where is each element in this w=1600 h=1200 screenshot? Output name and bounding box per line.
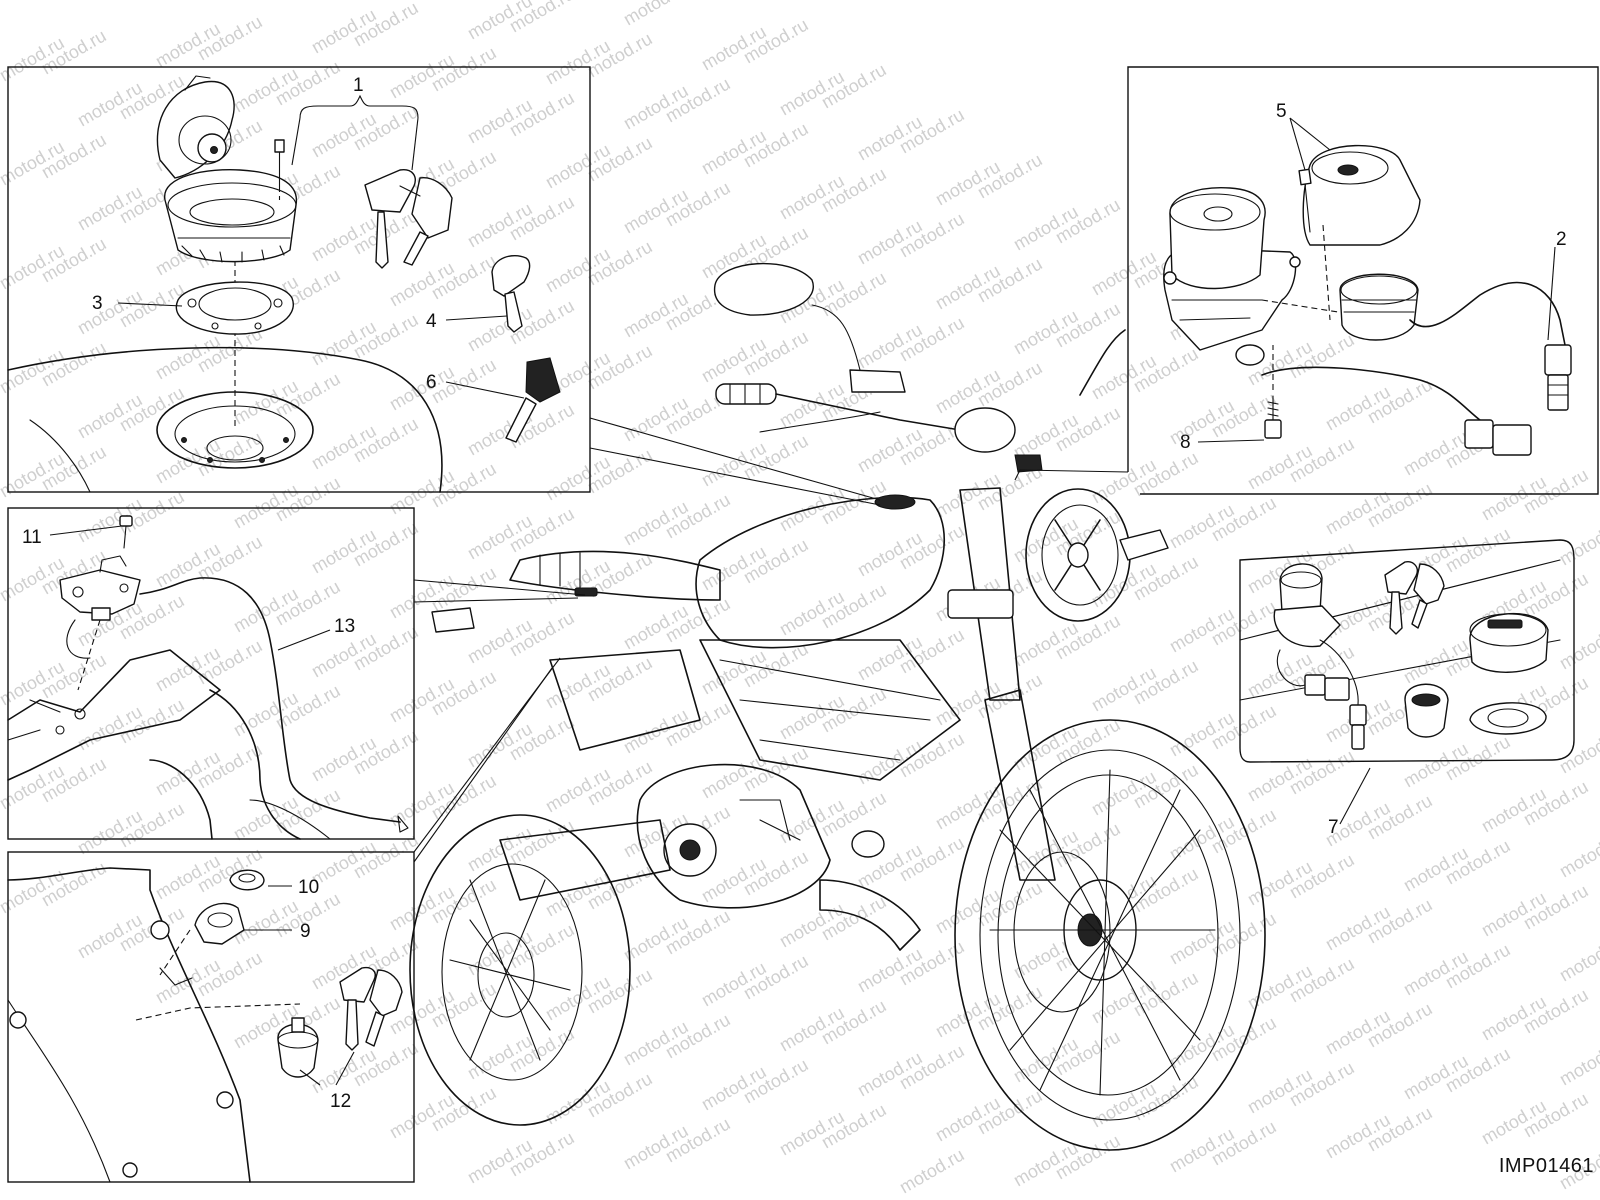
front-wheel — [954, 719, 1266, 1151]
mirror-and-handlebar — [713, 262, 1126, 453]
kit-key-pair-icon — [1384, 561, 1445, 635]
panel-lock-kit — [1239, 539, 1575, 825]
ignition-switch-body — [1163, 187, 1301, 366]
black-key-icon — [505, 357, 561, 443]
fuel-cap-assembly — [156, 75, 298, 263]
callout-4: 4 — [426, 311, 437, 332]
seat-lock-cable — [139, 577, 401, 823]
exhaust-pipe — [819, 879, 921, 951]
callout-6: 6 — [426, 372, 437, 393]
front-fork — [984, 689, 1056, 881]
key-pair-icon — [364, 169, 453, 269]
side-panel — [549, 649, 701, 751]
seat-lock-bracket — [59, 555, 141, 621]
callout-1-bracket — [299, 94, 419, 119]
fuel-cap-location — [874, 494, 916, 510]
exhaust-muffler — [499, 819, 671, 901]
kit-lock-barrel — [1404, 683, 1449, 738]
callout-3: 3 — [92, 293, 103, 314]
callout-13: 13 — [334, 616, 356, 637]
bracket-screw — [119, 515, 133, 549]
rear-indicator — [431, 607, 475, 633]
zoom-connectors — [413, 417, 1129, 863]
kit-gasket — [1469, 702, 1547, 735]
frame-plate — [7, 649, 221, 781]
panel-fuel-cap — [7, 66, 591, 493]
ignition-location — [1014, 454, 1043, 473]
frame-trellis — [699, 639, 961, 781]
lock-cover — [194, 902, 245, 945]
lock-barrel — [277, 1017, 319, 1078]
callout-8: 8 — [1180, 432, 1191, 453]
panel-ignition-switch — [1127, 66, 1599, 495]
panel-ignition-switch-frame — [1127, 66, 1599, 495]
switch-screw-top — [1298, 168, 1312, 233]
switch-wire — [1261, 366, 1501, 433]
rear-wheel — [409, 814, 631, 1126]
panel-steering-lock-frame — [7, 851, 415, 1183]
panel-seat-lock — [7, 507, 415, 840]
seat — [509, 550, 721, 601]
steering-head-outline — [7, 867, 251, 1183]
switch-ring — [1339, 273, 1419, 341]
connector-plug — [1464, 419, 1532, 456]
callout-1: 1 — [353, 75, 364, 96]
lock-washer — [229, 869, 265, 891]
connector-socket — [1544, 344, 1572, 411]
tank-outline — [7, 346, 443, 493]
ring-wire — [1409, 281, 1566, 346]
callout-11: 11 — [22, 527, 42, 548]
fuel-tank — [695, 496, 945, 649]
engine — [636, 763, 885, 909]
motorcycle-illustration — [409, 262, 1266, 1151]
kit-ignition-switch — [1273, 563, 1341, 648]
callout-10: 10 — [298, 877, 320, 898]
panel-lock-kit-frame — [1239, 539, 1575, 763]
steering-key-pair-icon — [339, 966, 403, 1051]
callout-2: 2 — [1556, 229, 1567, 250]
seat-lock-location — [574, 587, 598, 597]
switch-cover — [1302, 144, 1421, 246]
panel-seat-lock-frame — [7, 507, 415, 840]
key-icon — [491, 254, 531, 333]
callout-7: 7 — [1328, 817, 1339, 838]
switch-screw-bottom — [1264, 345, 1282, 439]
callout-9: 9 — [300, 921, 311, 942]
headlight — [1025, 488, 1131, 622]
kit-connectors — [1276, 639, 1367, 750]
panel-steering-lock — [7, 851, 415, 1183]
filler-gasket — [175, 281, 294, 335]
kit-fuel-cap — [1469, 612, 1549, 673]
cap-screw — [274, 139, 285, 200]
panel-fuel-cap-frame — [7, 66, 591, 493]
image-code: IMP01461 — [1498, 1155, 1594, 1177]
callout-12: 12 — [330, 1091, 352, 1112]
front-indicator — [1119, 529, 1169, 561]
callout-5: 5 — [1276, 101, 1287, 122]
